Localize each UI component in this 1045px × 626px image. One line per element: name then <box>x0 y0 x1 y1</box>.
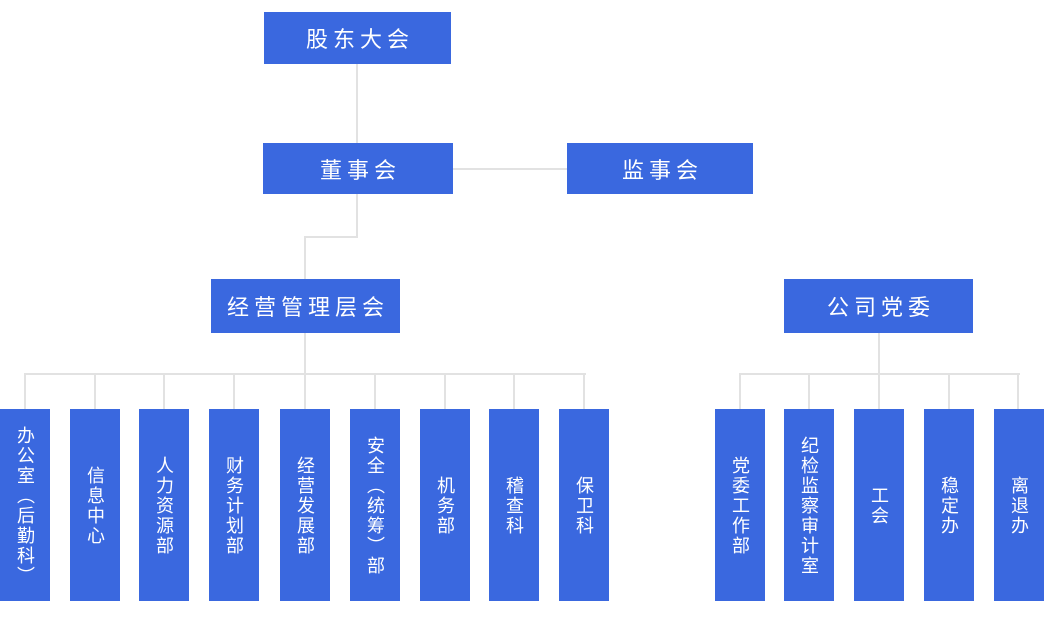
node-label: 公司党委 <box>826 295 935 320</box>
connector-drop <box>304 373 306 409</box>
node-supervisory-board: 监事会 <box>567 143 753 194</box>
dept-retirees-office: 离退办 <box>994 409 1044 601</box>
dept-machinery-affairs: 机务部 <box>420 409 470 601</box>
connector-drop <box>878 373 880 409</box>
dept-business-development: 经营发展部 <box>280 409 330 601</box>
dept-finance-planning: 财务计划部 <box>209 409 259 601</box>
dept-label: 人力资源部 <box>154 456 174 556</box>
node-party-committee: 公司党委 <box>784 279 973 333</box>
connector-board-elbow <box>304 236 358 238</box>
connector-drop <box>374 373 376 409</box>
dept-label: 保卫科 <box>574 476 594 536</box>
node-management-committee: 经营管理层会 <box>211 279 400 333</box>
dept-label: 纪检监察审计室 <box>799 436 819 576</box>
dept-information-center: 信息中心 <box>70 409 120 601</box>
dept-labor-union: 工会 <box>854 409 904 601</box>
connector-drop <box>233 373 235 409</box>
dept-human-resources: 人力资源部 <box>139 409 189 601</box>
connector-shareholders-to-board <box>356 64 358 143</box>
dept-party-work: 党委工作部 <box>715 409 765 601</box>
node-label: 经营管理层会 <box>226 295 389 320</box>
dept-label: 办公室（后勤科） <box>15 426 35 586</box>
connector-drop <box>1017 373 1019 409</box>
connector-drop <box>444 373 446 409</box>
connector-drop <box>808 373 810 409</box>
connector-drop <box>94 373 96 409</box>
connector-drop <box>513 373 515 409</box>
node-label: 董事会 <box>319 157 401 183</box>
dept-label: 离退办 <box>1009 476 1029 536</box>
dept-general-office: 办公室（后勤科） <box>0 409 50 601</box>
node-label: 股东大会 <box>305 27 414 52</box>
dept-security-section: 保卫科 <box>559 409 609 601</box>
connector-drop <box>948 373 950 409</box>
connector-drop <box>163 373 165 409</box>
dept-label: 安全（统筹）部 <box>365 436 385 576</box>
connector-drop <box>583 373 585 409</box>
dept-label: 稳定办 <box>939 476 959 536</box>
connector-elbow-to-management <box>304 236 306 279</box>
connector-party-down <box>878 333 880 375</box>
dept-label: 经营发展部 <box>295 456 315 556</box>
dept-label: 信息中心 <box>85 466 105 546</box>
node-shareholders-meeting: 股东大会 <box>264 12 451 64</box>
node-label: 监事会 <box>621 157 703 183</box>
node-board-of-directors: 董事会 <box>263 143 453 194</box>
dept-label: 工会 <box>869 486 889 526</box>
connector-board-down <box>356 194 358 238</box>
dept-inspection-section: 稽查科 <box>489 409 539 601</box>
connector-drop <box>739 373 741 409</box>
connector-management-down <box>304 333 306 375</box>
dept-label: 财务计划部 <box>224 456 244 556</box>
dept-label: 机务部 <box>435 476 455 536</box>
connector-drop <box>24 373 26 409</box>
dept-safety-coordination: 安全（统筹）部 <box>350 409 400 601</box>
dept-label: 党委工作部 <box>730 456 750 556</box>
dept-discipline-inspection-audit: 纪检监察审计室 <box>784 409 834 601</box>
connector-board-to-supervisory <box>453 168 567 170</box>
dept-stability-office: 稳定办 <box>924 409 974 601</box>
dept-label: 稽查科 <box>504 476 524 536</box>
